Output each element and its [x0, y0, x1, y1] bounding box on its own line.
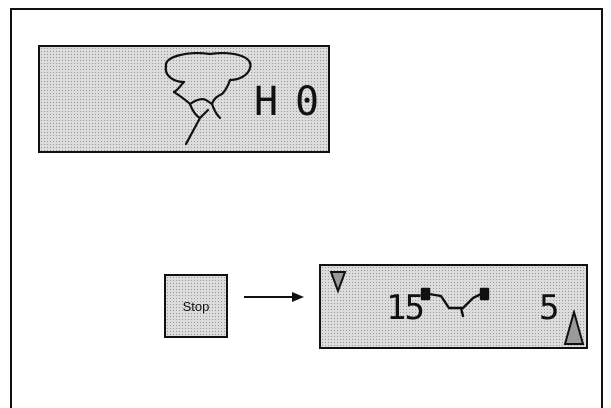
stop-button[interactable]: Stop	[164, 274, 228, 338]
top-display: H 0	[38, 45, 330, 153]
value-left: 15	[386, 288, 425, 328]
value-right: 5	[539, 288, 560, 328]
triangle-up-icon	[563, 310, 585, 345]
bottom-display: 15 5	[319, 264, 588, 349]
segment-zero: 0	[295, 79, 320, 125]
stop-button-label: Stop	[182, 298, 210, 314]
triangle-down-icon	[329, 271, 347, 294]
wheel-tyre-icon	[164, 52, 252, 146]
segment-h: H	[254, 79, 279, 125]
axle-balance-icon	[420, 287, 490, 318]
diagram-frame	[10, 8, 603, 408]
